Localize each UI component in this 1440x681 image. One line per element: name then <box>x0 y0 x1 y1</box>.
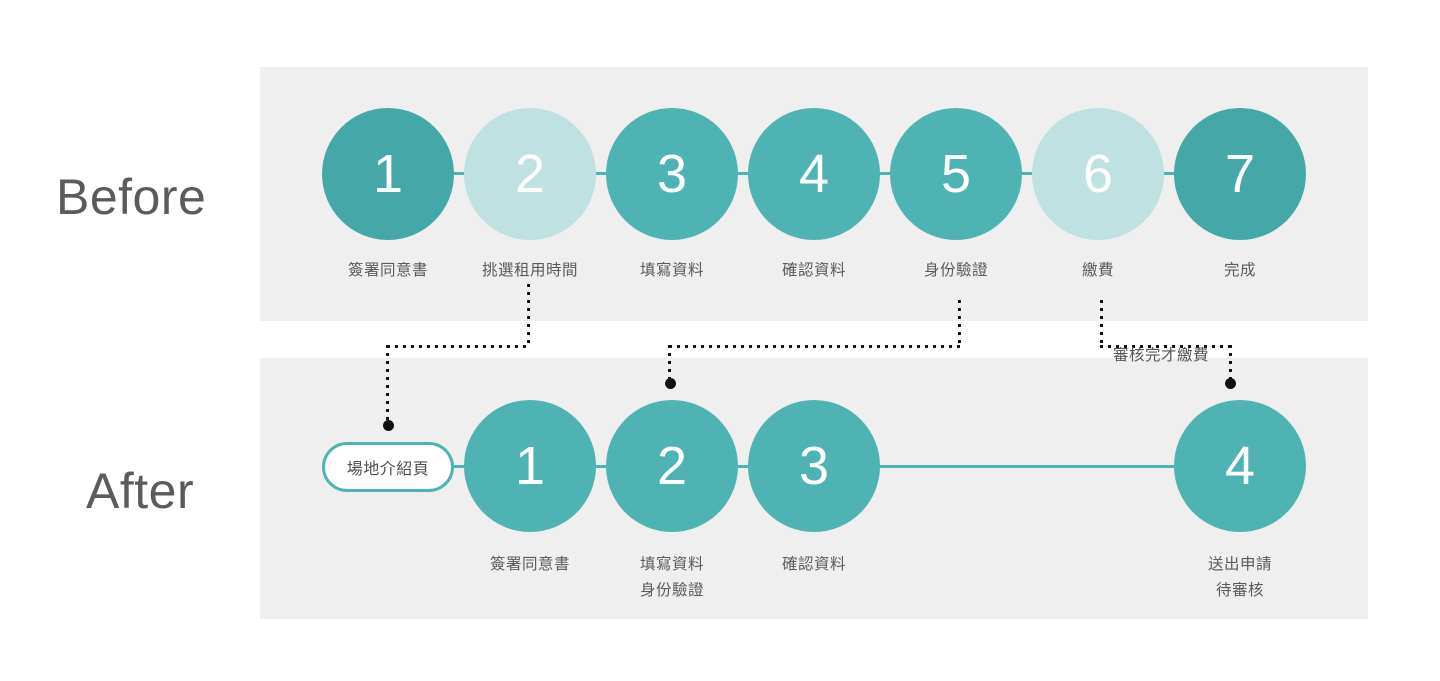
flow-before5-vertical <box>958 300 961 346</box>
before-step-7-label: 完成 <box>1223 262 1256 279</box>
after-step-3-circle[interactable]: 3 <box>748 400 880 532</box>
before-step-6-number: 6 <box>1082 144 1114 204</box>
before-step-5-circle[interactable]: 5 <box>890 108 1022 240</box>
after-entry-pill-label: 場地介紹頁 <box>346 461 430 478</box>
before-step-7-number: 7 <box>1224 144 1256 204</box>
after-step-1-circle[interactable]: 1 <box>464 400 596 532</box>
before-step-4-number: 4 <box>798 144 830 204</box>
after-step-2-label: 填寫資料 身份驗證 <box>639 556 704 599</box>
before-step-7-circle[interactable]: 7 <box>1174 108 1306 240</box>
after-step-4-label: 送出申請 待審核 <box>1207 556 1272 599</box>
flow-before2-horizontal <box>387 345 530 348</box>
flow-before2-vertical <box>527 284 530 346</box>
flow-after2-vertical <box>668 345 671 380</box>
after-step-2-circle[interactable]: 2 <box>606 400 738 532</box>
after-step-3-label: 確認資料 <box>781 556 846 573</box>
flow-annotation-review-then-pay: 審核完才繳費 <box>1113 347 1210 364</box>
before-step-1-label: 簽署同意書 <box>347 262 428 279</box>
flow-pill-vertical <box>386 345 389 421</box>
before-step-2-number: 2 <box>514 144 546 204</box>
after-connector-2-3 <box>734 465 754 468</box>
before-step-4-label: 確認資料 <box>781 262 846 279</box>
before-step-3-number: 3 <box>656 144 688 204</box>
after-step-2-number: 2 <box>656 436 688 496</box>
before-step-1-number: 1 <box>372 144 404 204</box>
before-step-1-circle[interactable]: 1 <box>322 108 454 240</box>
row-label-after: After <box>86 463 195 519</box>
flow-before6-vertical <box>1100 300 1103 346</box>
before-step-5-number: 5 <box>940 144 972 204</box>
after-step-1-label: 簽署同意書 <box>489 556 570 573</box>
before-step-4-circle[interactable]: 4 <box>748 108 880 240</box>
after-step-4-circle[interactable]: 4 <box>1174 400 1306 532</box>
before-step-2-circle[interactable]: 2 <box>464 108 596 240</box>
before-step-3-label: 填寫資料 <box>639 262 704 279</box>
after-connector-3-4 <box>876 465 1175 468</box>
flow-pill-endpoint-dot <box>383 420 394 431</box>
after-entry-pill[interactable]: 場地介紹頁 <box>322 442 454 492</box>
after-connector-1-2 <box>592 465 612 468</box>
before-step-5-label: 身份驗證 <box>923 262 988 279</box>
after-step-3-number: 3 <box>798 436 830 496</box>
before-step-2-label: 挑選租用時間 <box>481 262 578 279</box>
before-step-6-label: 繳費 <box>1081 262 1114 279</box>
before-step-6-circle[interactable]: 6 <box>1032 108 1164 240</box>
flow-before6-horizontal <box>1100 345 1232 348</box>
before-step-3-circle[interactable]: 3 <box>606 108 738 240</box>
after-step-4-number: 4 <box>1224 436 1256 496</box>
flow-after2-endpoint-dot <box>665 378 676 389</box>
flow-after4-endpoint-dot <box>1225 378 1236 389</box>
flow-after4-vertical <box>1229 345 1232 385</box>
after-step-1-number: 1 <box>514 436 546 496</box>
row-label-before: Before <box>56 169 207 225</box>
after-connector-pill-1 <box>452 465 473 468</box>
flow-before5-horizontal <box>669 345 961 348</box>
